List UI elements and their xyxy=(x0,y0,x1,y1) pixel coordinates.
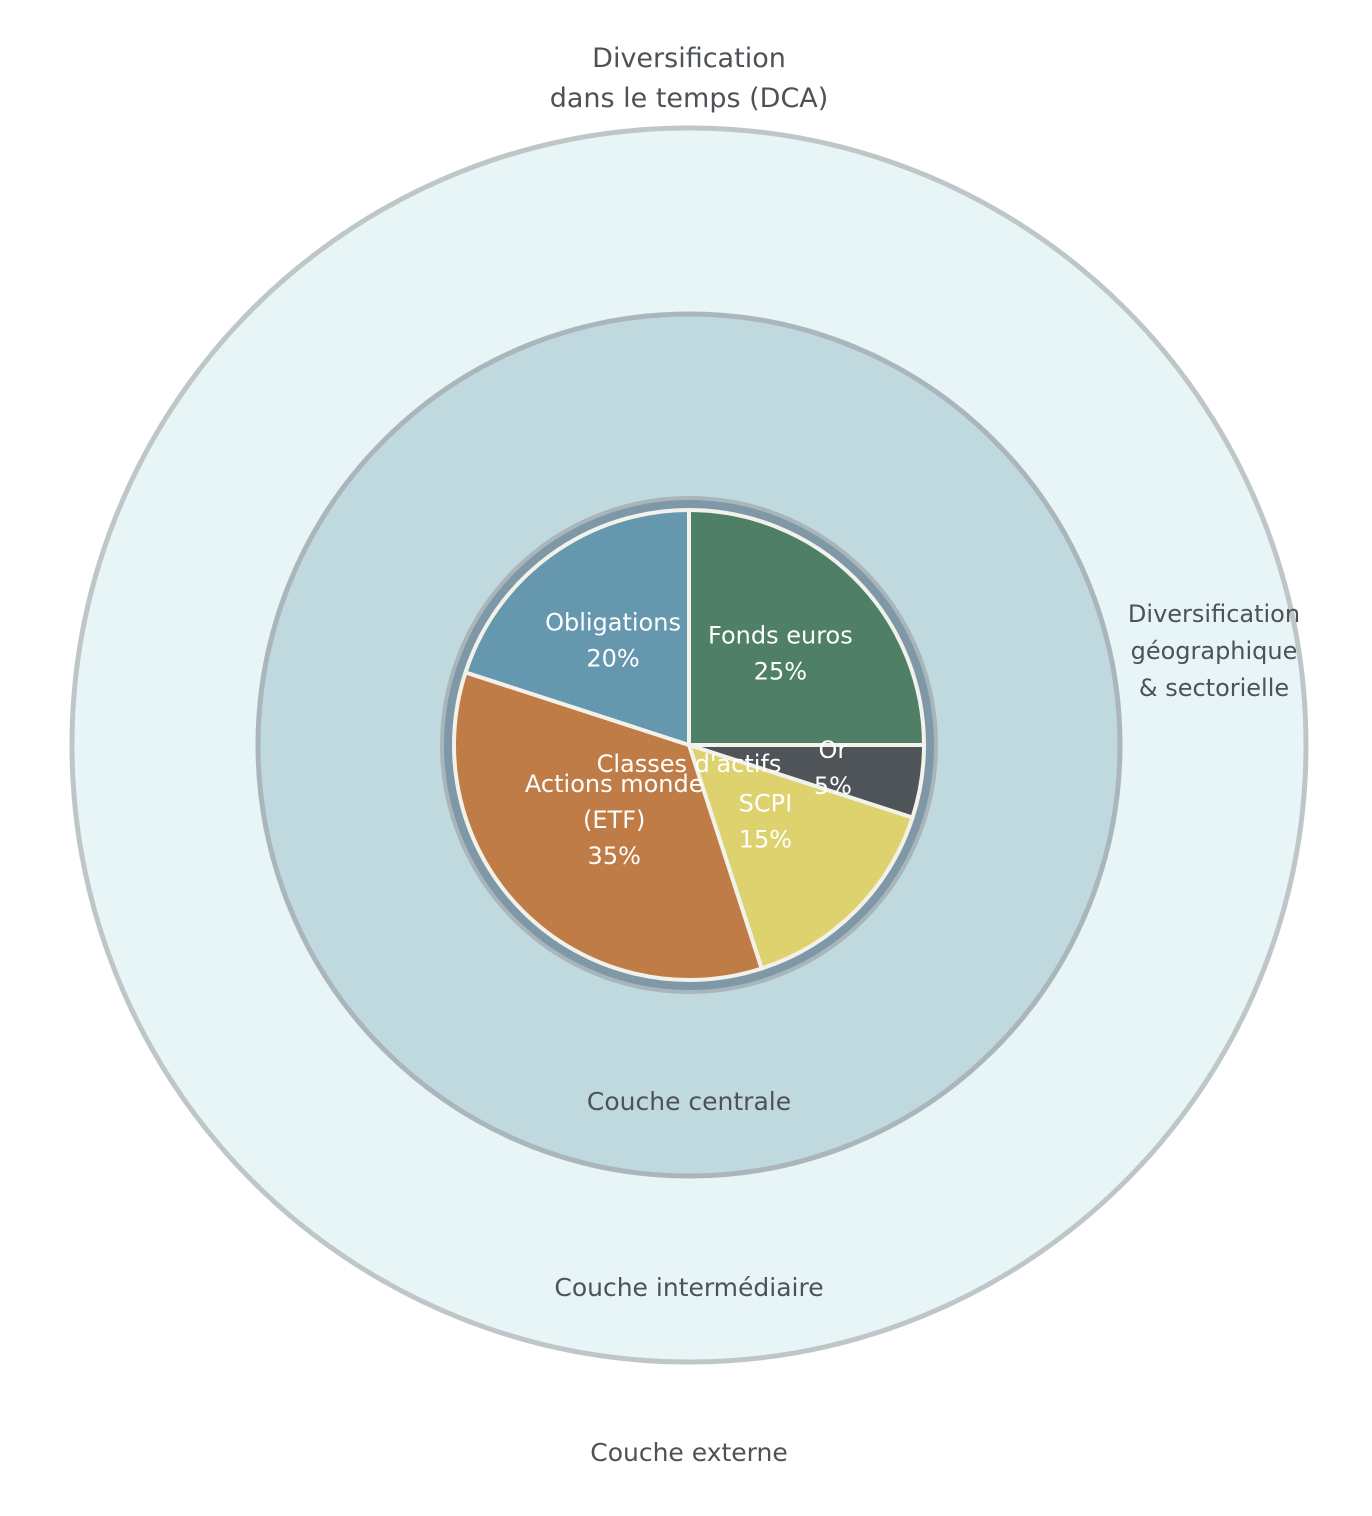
pie-slice-value-label: 20% xyxy=(586,644,639,672)
layer-label-core: Couche centrale xyxy=(587,1087,791,1116)
pie-slice-obligations xyxy=(463,508,691,747)
top-label-line1: Diversification xyxy=(592,43,786,74)
pie-slice-fonds-euros xyxy=(687,508,926,747)
pie-slice-actions-monde-etf xyxy=(452,670,764,982)
pie-slice-label: Fonds euros xyxy=(708,622,853,650)
side-label-line1: Diversification xyxy=(1128,600,1300,628)
asset-class-pie xyxy=(452,508,926,982)
pie-slice-label: (ETF) xyxy=(583,806,645,834)
layer-label-middle: Couche intermédiaire xyxy=(554,1273,823,1302)
pie-slice-label: Actions monde xyxy=(525,770,704,798)
pie-slice-value-label: 15% xyxy=(739,825,792,853)
layer-label-outer: Couche externe xyxy=(590,1438,788,1467)
pie-slice-label: Or xyxy=(819,736,848,764)
top-label-line2: dans le temps (DCA) xyxy=(550,83,829,114)
pie-slice-value-label: 35% xyxy=(588,842,641,870)
side-label-line2: géographique xyxy=(1131,637,1298,665)
pie-slice-value-label: 5% xyxy=(814,772,852,800)
pie-slice-label: Obligations xyxy=(545,608,681,636)
center-label: Classes d'actifs xyxy=(597,750,782,778)
pie-labels: Fonds euros 25% Or 5% SCPI 15% Actions monde (E… xyxy=(525,608,853,869)
side-label-line3: & sectorielle xyxy=(1139,674,1289,702)
pie-slice-label: SCPI xyxy=(739,789,793,817)
pie-slice-value-label: 25% xyxy=(754,658,807,686)
